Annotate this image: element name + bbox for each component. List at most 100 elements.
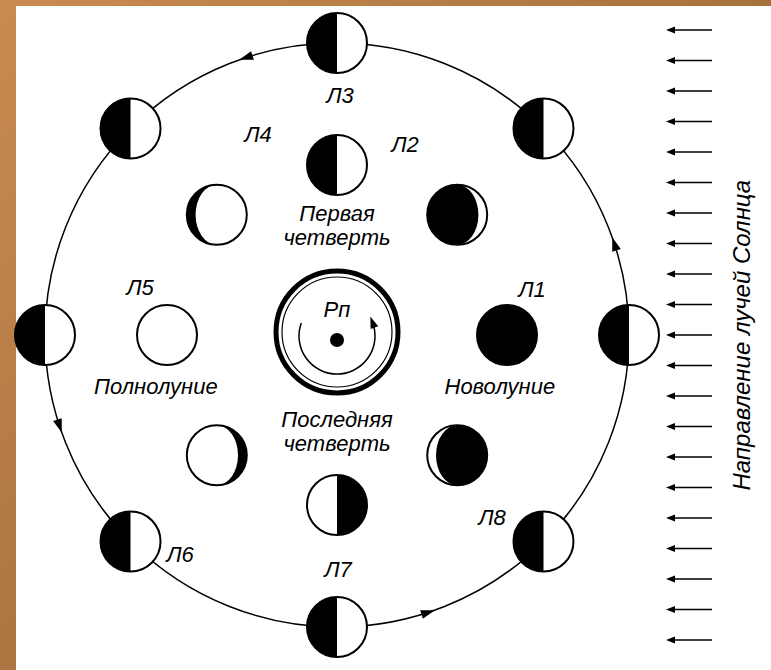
moon-number: Л6	[167, 543, 194, 567]
phase-moon	[307, 475, 367, 535]
sun-ray-head	[666, 484, 675, 491]
moon-dark	[599, 305, 659, 365]
phase-moon	[187, 425, 247, 485]
sun-ray	[672, 548, 712, 550]
sun-ray-head	[666, 423, 675, 430]
earth-inner-ring	[282, 277, 392, 387]
phase-name: Полнолуние	[94, 375, 218, 399]
sun-ray	[672, 487, 712, 489]
earth-ring	[276, 271, 398, 393]
sun-ray-head	[666, 118, 675, 125]
moon-outline	[513, 511, 573, 571]
orbit-moon	[101, 99, 161, 159]
moon-outline	[307, 13, 367, 73]
sun-ray	[672, 517, 712, 519]
sun-ray-head	[666, 515, 675, 522]
moon-dark	[477, 305, 537, 365]
sun-ray	[672, 334, 712, 336]
moon-outline	[307, 135, 367, 195]
moon-lit	[543, 511, 573, 571]
sun-ray	[672, 121, 712, 123]
sun-ray	[672, 182, 712, 184]
orbit-moon	[513, 99, 573, 159]
sun-ray	[672, 578, 712, 580]
sun-ray-head	[666, 27, 675, 34]
orbit-arrow	[612, 237, 621, 252]
moon-outline	[137, 305, 197, 365]
sun-ray-head	[666, 240, 675, 247]
sun-ray	[672, 273, 712, 275]
moon-number: Л3	[327, 84, 354, 108]
moon-dark	[307, 13, 367, 73]
moon-number: Л7	[325, 558, 352, 582]
moon-number: Л8	[479, 506, 506, 530]
moon-outline	[513, 99, 573, 159]
moon-dark	[15, 305, 75, 365]
phase-name: Первая четверть	[277, 202, 397, 250]
moon-outline	[101, 99, 161, 159]
moon-lit	[337, 597, 367, 657]
moon-lit	[337, 135, 367, 195]
sun-ray	[672, 639, 712, 641]
sun-ray-head	[666, 362, 675, 369]
sun-ray	[672, 212, 712, 214]
sun-ray	[672, 29, 712, 31]
earth-outline	[271, 266, 403, 398]
moon-outline	[477, 305, 537, 365]
sun-ray	[672, 60, 712, 62]
orbit-moon	[307, 13, 367, 73]
orbit-moon	[599, 305, 659, 365]
moon-lit	[45, 305, 75, 365]
sun-ray-head	[666, 454, 675, 461]
moon-lit	[427, 425, 457, 485]
moon-lit	[307, 475, 337, 535]
pole-label: Рп	[324, 298, 351, 322]
rotation-arc	[299, 323, 375, 374]
moon-outline	[15, 305, 75, 365]
sun-ray-head	[666, 301, 675, 308]
rotation-arrow-head	[370, 316, 378, 329]
sun-ray-head	[666, 210, 675, 217]
moon-dark	[137, 305, 197, 365]
phase-moon	[137, 305, 197, 365]
moon-dark	[101, 99, 161, 159]
moon-dark	[307, 475, 367, 535]
sun-ray-head	[666, 332, 675, 339]
moon-dark	[513, 511, 573, 571]
sun-ray	[672, 243, 712, 245]
sun-ray	[672, 90, 712, 92]
sun-direction-label: Направление лучей Солнца	[729, 180, 755, 491]
moon-outline	[599, 305, 659, 365]
orbit-moon	[307, 597, 367, 657]
orbit-moon	[15, 305, 75, 365]
orbit-arrow	[420, 610, 435, 619]
pole-dot	[330, 333, 344, 347]
phase-moon	[427, 185, 487, 245]
sun-ray-head	[666, 149, 675, 156]
sun-ray-head	[666, 179, 675, 186]
phase-moon	[477, 305, 537, 365]
moon-number: Л2	[392, 133, 419, 157]
orbit-arrow	[53, 418, 62, 433]
moon-dark	[427, 185, 487, 245]
orbit-arrow	[239, 51, 254, 60]
orbit-moon	[101, 511, 161, 571]
moon-dark	[307, 597, 367, 657]
moon-lit	[131, 511, 161, 571]
moon-lit	[457, 185, 487, 245]
moon-lit	[543, 99, 573, 159]
phase-moon	[427, 425, 487, 485]
sun-ray-head	[666, 393, 675, 400]
phase-moon	[307, 135, 367, 195]
sun-ray-head	[666, 606, 675, 613]
moon-dark	[187, 185, 247, 245]
sun-ray-head	[666, 637, 675, 644]
sun-ray	[672, 365, 712, 367]
moon-outline	[101, 511, 161, 571]
sun-ray-head	[666, 576, 675, 583]
moon-lit	[137, 305, 197, 365]
moon-outline	[187, 425, 247, 485]
sun-ray	[672, 395, 712, 397]
moon-dark	[307, 135, 367, 195]
